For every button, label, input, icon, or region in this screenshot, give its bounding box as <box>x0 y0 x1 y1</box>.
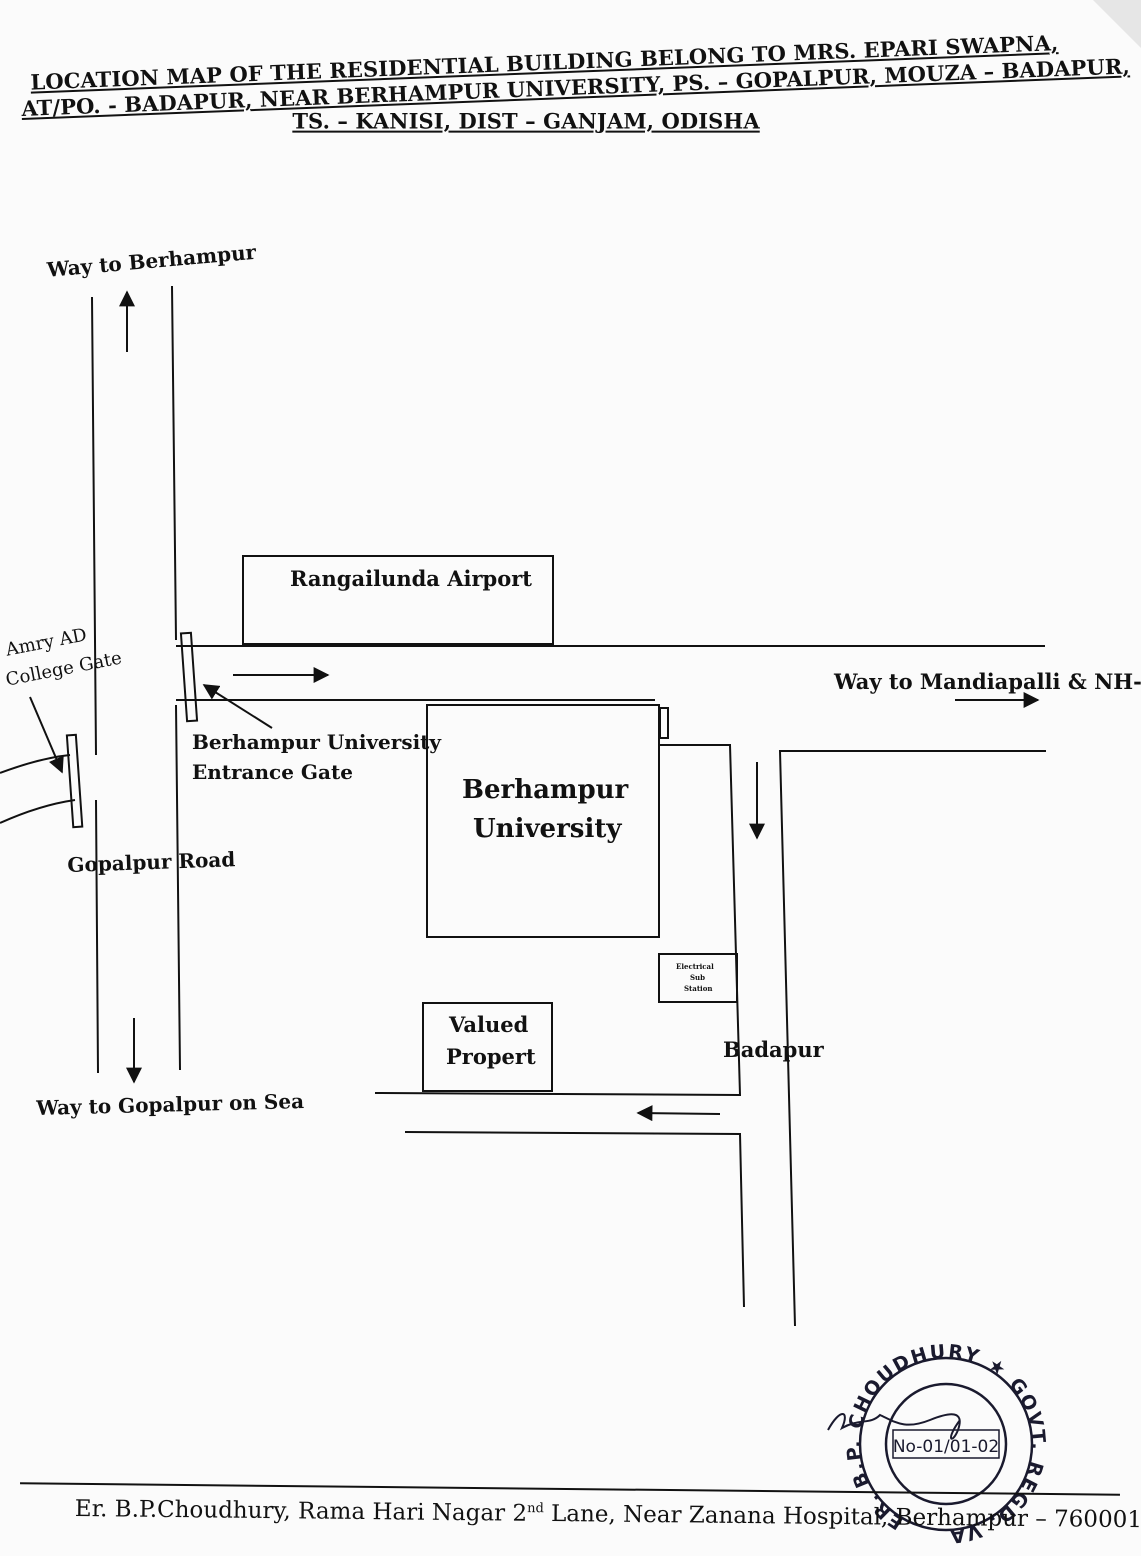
badapur-road-east-edge <box>778 750 1046 1327</box>
valued-property-box <box>422 1002 553 1092</box>
college-road-south-edge <box>0 799 76 824</box>
svg-text:ER. B.P. CHOUDHURY ★ GOVT. REG: ER. B.P. CHOUDHURY ★ GOVT. REGD. VALUER … <box>0 0 1047 1547</box>
footer-text-prefix: Er. B.P.Choudhury, Rama Hari Nagar 2 <box>74 1496 528 1527</box>
substation-label-line-3: Station <box>684 984 713 993</box>
valued-property-label-line-2: Propert <box>446 1044 536 1069</box>
university-label-line-2: University <box>473 814 622 844</box>
pointer-college-gate <box>29 696 64 774</box>
valued-property-label-line-1: Valued <box>449 1012 529 1037</box>
entrance-gate-label-line-2: Entrance Gate <box>192 760 353 784</box>
footer-sup: nd <box>527 1501 544 1517</box>
substation-label-line-1: Electrical <box>676 962 714 971</box>
gopalpur-road-west-edge <box>91 296 99 1074</box>
signature <box>827 1413 961 1440</box>
substation-label-line-2: Sub <box>690 973 706 982</box>
campus-road-north-edge <box>374 744 742 1097</box>
entrance-gate-label-line-1: Berhampur University <box>192 730 442 754</box>
arrow-west-badapur-road <box>636 1105 721 1122</box>
airport-box <box>242 555 554 645</box>
pointer-entrance-gate <box>202 684 273 729</box>
way-to-mandiapalli-label: Way to Mandiapalli & NH-1 <box>834 669 1141 694</box>
university-gate <box>179 631 199 723</box>
badapur-label: Badapur <box>723 1037 824 1062</box>
side-gate <box>659 707 669 739</box>
gopalpur-road-east-edge <box>171 285 181 1071</box>
college-gate <box>65 733 84 829</box>
badapur-road-west-edge <box>404 1131 745 1308</box>
university-label-line-1: Berhampur <box>462 775 629 805</box>
page-fold-corner <box>1093 0 1141 48</box>
airport-label: Rangailunda Airport <box>290 566 532 591</box>
svg-text:No-01/01-02: No-01/01-02 <box>893 1437 999 1457</box>
college-road-north-edge <box>0 754 71 774</box>
electrical-substation-box <box>658 953 738 1003</box>
university-box <box>426 704 660 938</box>
